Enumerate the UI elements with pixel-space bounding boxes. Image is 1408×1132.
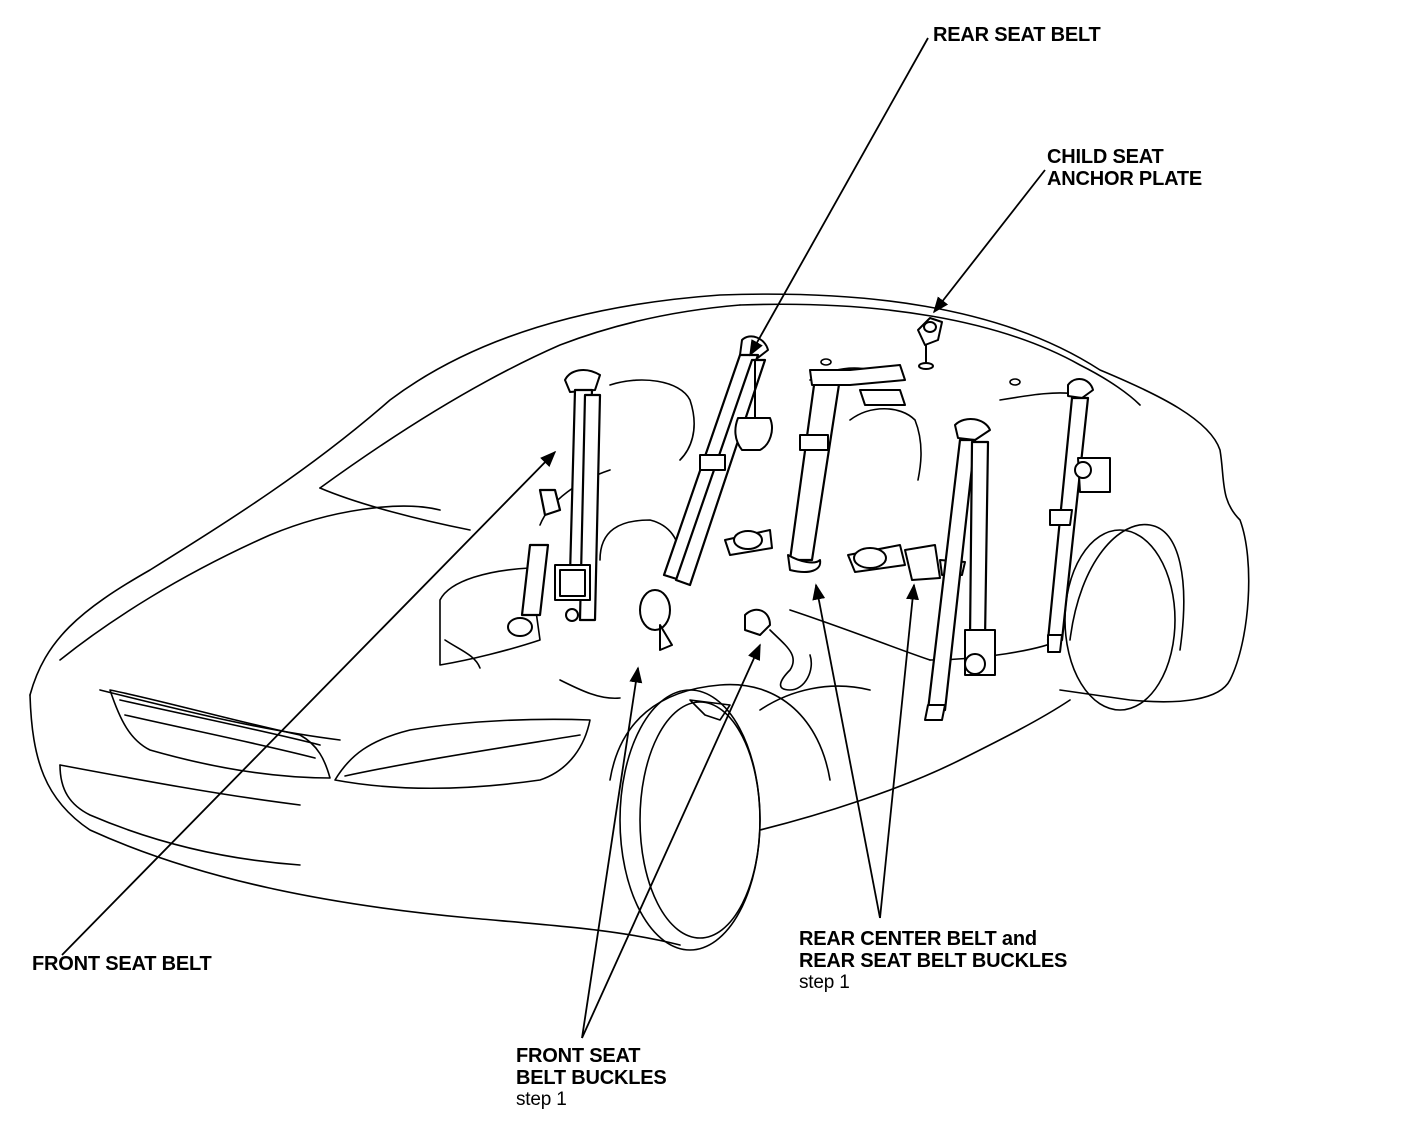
leader-lines: [61, 37, 1046, 1039]
label-child-seat-line2: ANCHOR PLATE: [1047, 168, 1203, 190]
label-front-buckles-line1: FRONT SEAT: [516, 1045, 641, 1067]
leader-rear-seat-belt: [749, 37, 929, 357]
label-front-seat-belt: FRONT SEAT BELT: [32, 953, 212, 975]
label-child-seat-anchor-plate: CHILD SEAT ANCHOR PLATE: [1047, 146, 1202, 190]
label-child-seat-line1: CHILD SEAT: [1047, 146, 1164, 168]
front-seat-belt-left: [507, 368, 602, 637]
label-rear-seat-belt: REAR SEAT BELT: [933, 24, 1101, 46]
car-outline: [29, 293, 1250, 951]
label-rear-center-belt-buckles: REAR CENTER BELT and REAR SEAT BELT BUCK…: [799, 928, 1067, 994]
leader-rear-center-1: [812, 583, 881, 919]
leader-child-seat-anchor: [933, 169, 1046, 314]
leader-front-buckle-2: [581, 643, 761, 1039]
rear-seat-belt-left: [639, 335, 773, 651]
label-front-buckles-step: step 1: [516, 1089, 567, 1110]
leader-front-buckle-1: [581, 666, 643, 1039]
rear-seat-belt-far-right: [1046, 378, 1111, 653]
label-front-seat-belt-buckles: FRONT SEAT BELT BUCKLES step 1: [516, 1045, 667, 1111]
label-front-buckles-line2: BELT BUCKLES: [516, 1067, 667, 1089]
label-rear-center-step: step 1: [799, 972, 850, 993]
front-seat-buckle: [744, 608, 812, 691]
child-seat-anchor-plate: [917, 317, 943, 370]
label-rear-center-line2: REAR SEAT BELT BUCKLES: [799, 950, 1068, 972]
rear-seat-belt-right: [924, 418, 996, 721]
leader-rear-center-2: [879, 583, 919, 919]
label-rear-center-line1: REAR CENTER BELT and: [799, 928, 1037, 950]
leader-front-seat-belt: [61, 450, 557, 956]
rear-center-belt: [724, 364, 906, 573]
